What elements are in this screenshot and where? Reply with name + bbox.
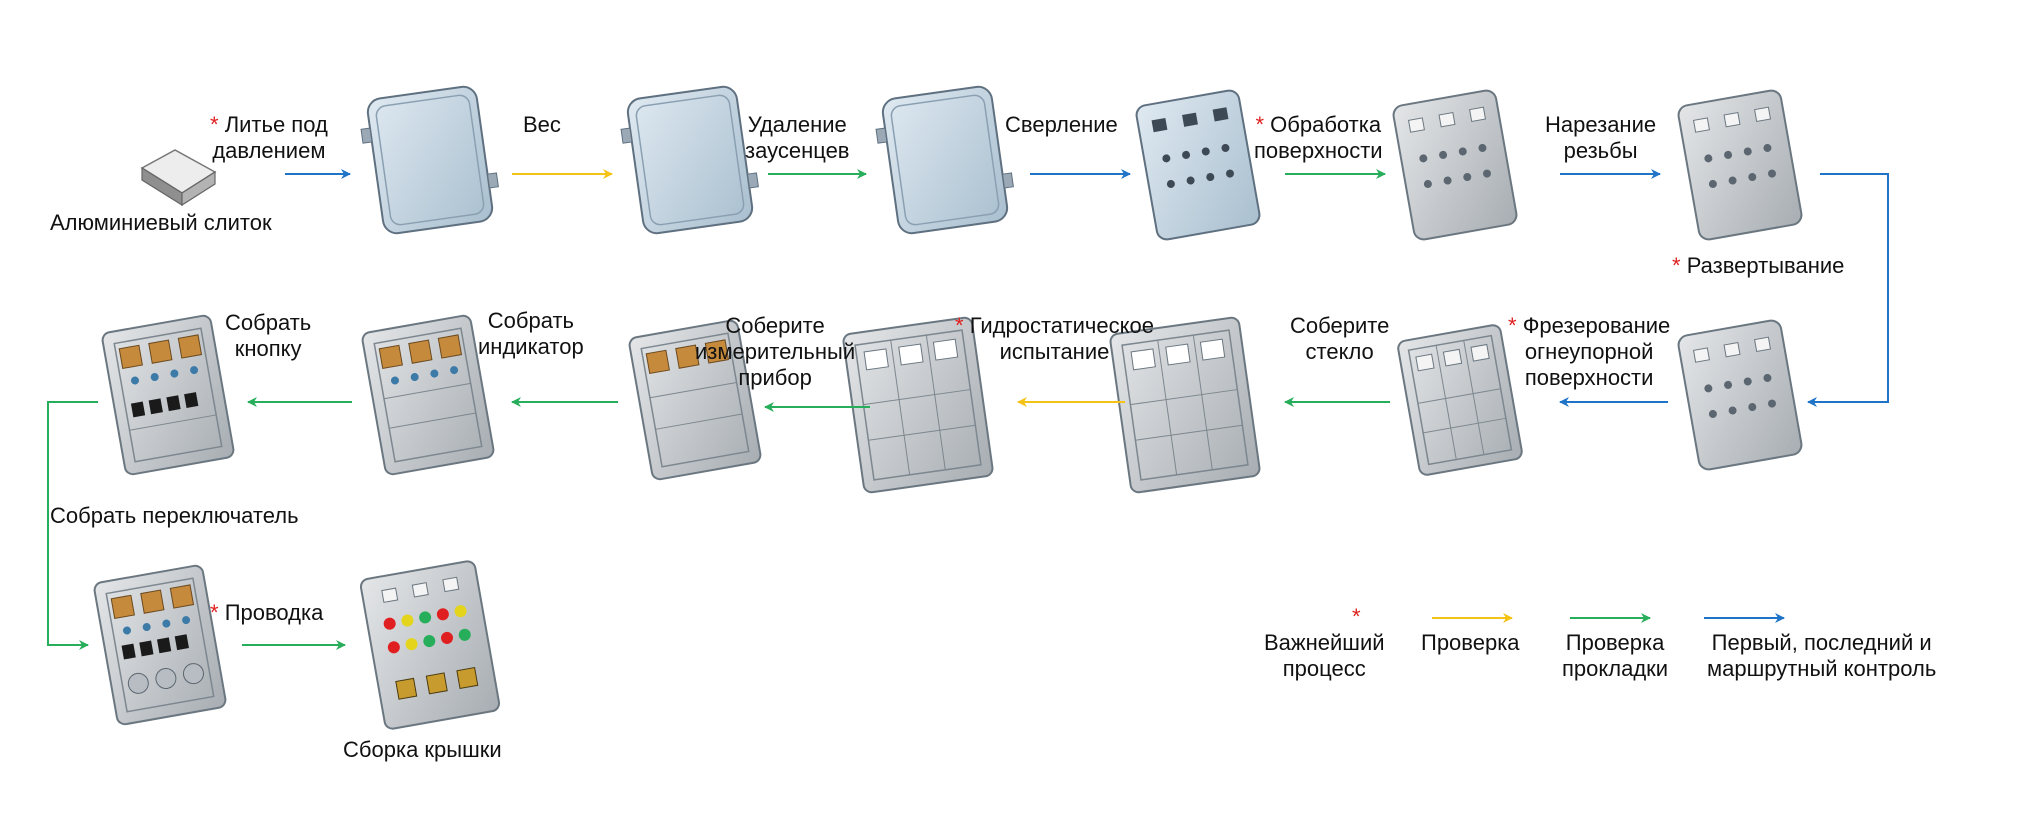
label-indicator-line2: индикатор [478, 334, 584, 359]
legend-critical-line2: процесс [1282, 656, 1366, 681]
critical-star: * [1672, 253, 1681, 278]
housing-cast-image [360, 85, 499, 235]
label-milling-line3: поверхности [1524, 365, 1654, 390]
label-reaming: * Развертывание [1672, 253, 1844, 279]
label-meter-line1: Соберите [725, 313, 825, 338]
cover-assembly-image [359, 560, 501, 730]
legend-gasket-line1: Проверка [1565, 630, 1665, 655]
legend-gasket-line2: прокладки [1562, 656, 1669, 681]
legend-critical-star: * [1352, 604, 1361, 629]
housing-meter-image [628, 319, 762, 481]
label-drilling: Сверление [1005, 112, 1118, 137]
arrow-switch-connector [47, 401, 98, 650]
legend-control-line2: маршрутный контроль [1707, 656, 1937, 681]
label-wiring-text: Проводка [224, 600, 324, 625]
label-switch: Собрать переключатель [50, 503, 299, 528]
aluminium-ingot-image [140, 149, 217, 207]
label-button: Собрать кнопку [225, 310, 311, 362]
housing-threaded-image [1677, 89, 1803, 241]
label-die-casting: * Литье под давлением [210, 112, 328, 164]
label-button-line2: кнопку [234, 336, 302, 361]
label-cover: Сборка крышки [343, 737, 502, 762]
label-thread: Нарезание резьбы [1545, 112, 1656, 164]
housing-drilled-image [1135, 89, 1261, 241]
label-hydro-line2: испытание [999, 339, 1110, 364]
label-milling: * Фрезерование огнеупорной поверхности [1508, 313, 1670, 391]
label-deburr-line2: заусенцев [745, 138, 850, 163]
housing-milled-image [1397, 324, 1523, 476]
label-glass-line1: Соберите [1290, 313, 1390, 338]
housing-indicator-image [361, 314, 495, 476]
housing-hydro-test-image [842, 316, 994, 494]
housing-weighed-image [620, 85, 759, 235]
label-thread-line1: Нарезание [1545, 112, 1657, 137]
label-deburr: Удаление заусенцев [745, 112, 850, 164]
label-indicator: Собрать индикатор [478, 308, 584, 360]
label-glass: Соберите стекло [1290, 313, 1389, 365]
label-hydro: * Гидростатическое испытание [955, 313, 1154, 365]
housing-reamed-image [1677, 319, 1803, 471]
legend-critical-line1: Важнейший [1264, 630, 1385, 655]
legend-control: Первый, последний и маршрутный контроль [1707, 630, 1936, 682]
label-milling-line2: огнеупорной [1524, 339, 1654, 364]
label-reaming-text: Развертывание [1686, 253, 1845, 278]
label-thread-line2: резьбы [1563, 138, 1638, 163]
label-meter: Соберите измерительный прибор [695, 313, 855, 391]
critical-star: * [955, 313, 964, 338]
housing-surface-treated-image [1392, 89, 1518, 241]
label-die-casting-line1: Литье под [224, 112, 328, 137]
housing-button-image [101, 314, 235, 476]
housing-deburred-image [875, 85, 1014, 235]
label-meter-line2: измерительный [695, 339, 856, 364]
critical-star: * [210, 112, 219, 137]
label-hydro-line1: Гидростатическое [969, 313, 1154, 338]
arrow-reaming-connector [1807, 173, 1889, 407]
critical-star: * [210, 600, 219, 625]
label-button-line1: Собрать [225, 310, 312, 335]
housing-switch-image [93, 564, 227, 726]
critical-star: * [1508, 313, 1517, 338]
label-indicator-line1: Собрать [487, 308, 574, 333]
label-surface: * Обработка поверхности [1254, 112, 1383, 164]
label-deburr-line1: Удаление [747, 112, 847, 137]
critical-star: * [1255, 112, 1265, 137]
label-wiring: * Проводка [210, 600, 323, 626]
legend-gasket: Проверка прокладки [1562, 630, 1668, 682]
label-die-casting-line2: давлением [212, 138, 326, 163]
legend-critical: Важнейший процесс [1264, 630, 1385, 682]
housing-glass-image [1109, 316, 1261, 494]
label-milling-line1: Фрезерование [1522, 313, 1671, 338]
label-surface-line1: Обработка [1270, 112, 1382, 137]
legend-control-line1: Первый, последний и [1711, 630, 1932, 655]
label-meter-line3: прибор [738, 365, 812, 390]
label-glass-line2: стекло [1305, 339, 1374, 364]
label-ingot: Алюминиевый слиток [50, 210, 272, 235]
label-surface-line2: поверхности [1254, 138, 1383, 163]
label-weight: Вес [523, 112, 561, 137]
legend-inspection: Проверка [1421, 630, 1520, 655]
